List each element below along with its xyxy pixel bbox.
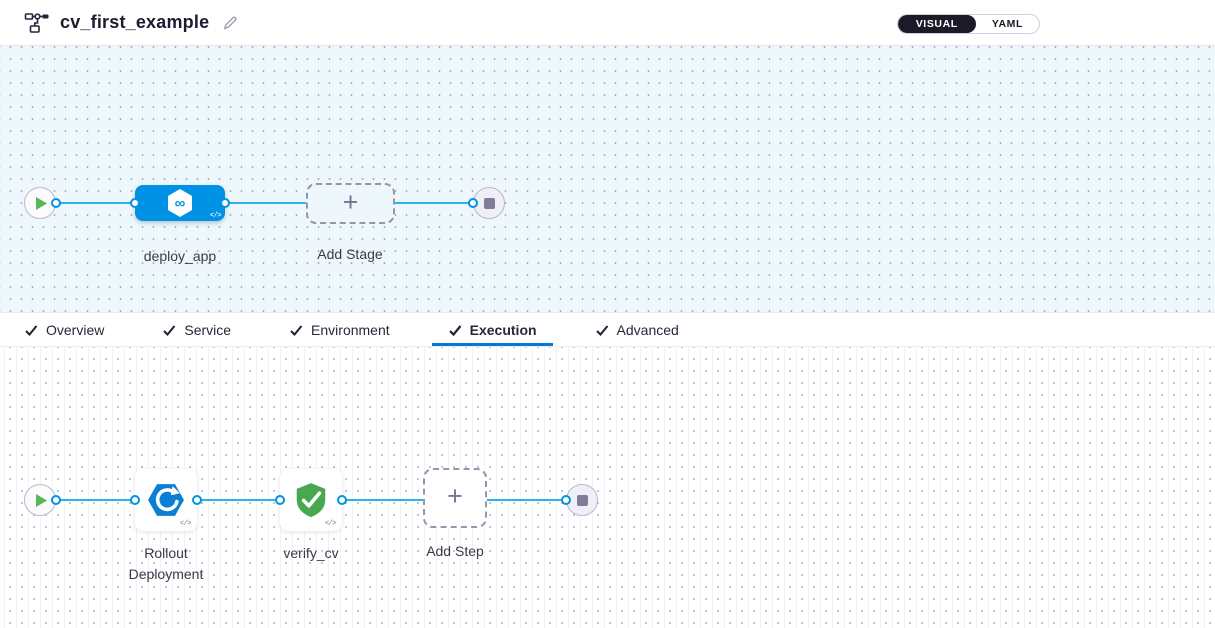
step-label: Rollout Deployment (128, 545, 204, 582)
edge-port (468, 198, 478, 208)
tab-advanced[interactable]: Advanced (579, 313, 695, 346)
execution-end-node (566, 484, 598, 516)
tab-environment[interactable]: Environment (273, 313, 406, 346)
stage-node-deploy-app[interactable]: ∞ </> (135, 185, 225, 221)
rollout-icon (148, 484, 184, 516)
tab-label: Overview (46, 321, 105, 338)
add-step-button[interactable]: + (423, 468, 487, 528)
stop-icon (576, 494, 588, 506)
stage-label: deploy_app (143, 248, 217, 264)
play-icon (36, 196, 47, 210)
pipeline-icon (24, 12, 49, 33)
edge-port (130, 495, 140, 505)
visual-yaml-toggle: VISUAL YAML (896, 14, 1040, 34)
check-icon (595, 324, 608, 336)
code-icon: </> (324, 520, 337, 528)
page-title: cv_first_example (60, 12, 210, 32)
code-icon: </> (209, 212, 222, 220)
check-icon (290, 324, 303, 336)
tab-label: Advanced (616, 321, 679, 338)
add-stage-button[interactable]: + (306, 183, 395, 224)
toggle-visual-button[interactable]: VISUAL (897, 15, 976, 33)
pipeline-header: cv_first_example VISUAL YAML (0, 0, 1215, 46)
check-icon (25, 324, 38, 336)
shield-check-icon (296, 483, 326, 518)
tab-label: Environment (311, 321, 390, 338)
svg-text:∞: ∞ (175, 195, 186, 212)
check-icon (163, 324, 176, 336)
tab-service[interactable]: Service (146, 313, 247, 346)
stage-graph-canvas[interactable]: ∞ </> deploy_app + Add Stage (0, 46, 1215, 312)
plus-icon: + (447, 481, 463, 511)
edge-port (337, 495, 347, 505)
tab-execution[interactable]: Execution (431, 313, 553, 346)
check-icon (448, 324, 461, 336)
stage-edge (40, 202, 473, 204)
toggle-yaml-button[interactable]: YAML (991, 18, 1023, 30)
tab-label: Service (184, 321, 232, 338)
edge-port (192, 495, 202, 505)
step-label: verify_cv (283, 545, 339, 561)
edge-port (130, 198, 140, 208)
pipeline-end-node (473, 187, 505, 219)
add-stage-label: Add Stage (317, 246, 383, 262)
tab-label: Execution (469, 321, 537, 338)
tab-overview[interactable]: Overview (8, 313, 120, 346)
step-node-verify-cv[interactable]: </> (280, 469, 342, 531)
edge-port (51, 495, 61, 505)
add-step-label: Add Step (426, 543, 484, 559)
edge-port (51, 198, 61, 208)
plus-icon: + (342, 186, 359, 217)
stage-config-tabs: Overview Service Environment Execution A… (0, 312, 1215, 347)
play-icon (36, 493, 47, 507)
execution-graph-canvas[interactable]: </> Rollout Deployment </> verify_cv + A… (0, 347, 1215, 628)
code-icon: </> (179, 520, 192, 528)
edge-port (561, 495, 571, 505)
edit-pencil-icon[interactable] (221, 14, 239, 32)
edge-port (220, 198, 230, 208)
stop-icon (483, 197, 495, 209)
edge-port (275, 495, 285, 505)
cd-stage-hexagon-icon: ∞ (168, 189, 192, 217)
step-node-rollout-deployment[interactable]: </> (135, 469, 197, 531)
